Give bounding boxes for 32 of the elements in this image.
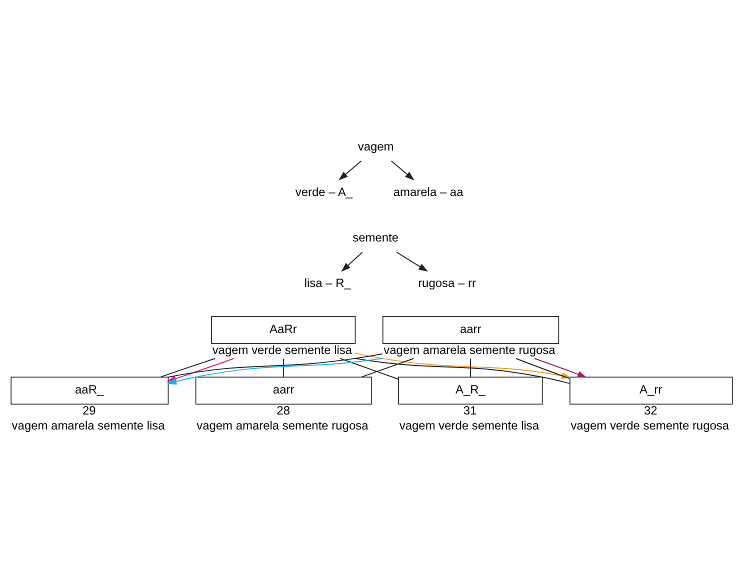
node-box: aarr	[382, 316, 560, 344]
node-label: vagem amarela semente rugosa	[196, 418, 368, 432]
node-label: 28	[276, 403, 290, 418]
node-label: vagem verde semente lisa	[399, 418, 540, 432]
connector	[160, 358, 216, 378]
node-box: A_R_	[398, 376, 543, 404]
connector	[340, 358, 400, 380]
node-label: vagem verde semente rugosa	[570, 418, 730, 432]
node-label: 29	[82, 403, 96, 418]
node-text: amarela – aa	[393, 184, 464, 199]
node-text: lisa – R_	[304, 276, 351, 290]
node-box: aarr	[196, 376, 372, 404]
arrow	[341, 252, 363, 272]
arrow	[390, 160, 414, 180]
node-label: vagem amarela semente lisa	[12, 418, 165, 432]
connector	[470, 358, 471, 378]
node-box: aaR_	[10, 376, 169, 404]
node-label: 31	[463, 403, 477, 418]
node-label: 32	[644, 403, 658, 418]
node-text: verde – A_	[295, 184, 353, 199]
node-label: vagem verde semente lisa	[212, 342, 352, 357]
connector	[360, 358, 414, 378]
node-box: A_rr	[570, 376, 733, 404]
arrow	[396, 252, 428, 272]
node-label: vagem amarela semente rugosa	[384, 342, 556, 357]
node-text: semente	[352, 230, 399, 245]
node-text: rugosa – rr	[418, 276, 476, 290]
node-text: vagem	[358, 139, 394, 154]
arrow	[338, 160, 362, 180]
connector	[282, 358, 284, 378]
connector	[168, 353, 383, 378]
node-box: AaRr	[211, 316, 356, 344]
